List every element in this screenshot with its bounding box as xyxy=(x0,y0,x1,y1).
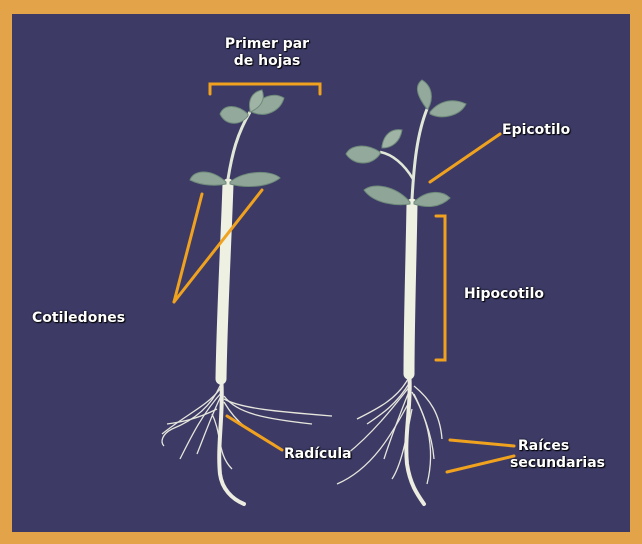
seedling-photo: Primer par de hojas Epicotilo Hipocotilo… xyxy=(12,14,630,532)
cotiledones-label: Cotiledones xyxy=(32,310,125,327)
right-hypocotyl xyxy=(409,204,412,374)
right-side-stem xyxy=(380,152,413,179)
left-seedling xyxy=(162,90,332,504)
primer-par-label: Primer par de hojas xyxy=(192,36,342,70)
raices-line1: Raíces xyxy=(510,438,605,455)
right-roots xyxy=(337,379,442,484)
raices-secundarias-label: Raíces secundarias xyxy=(510,438,605,472)
hipocotilo-label: Hipocotilo xyxy=(464,286,544,303)
raices-pointer-2 xyxy=(447,456,514,472)
hipocotilo-bracket xyxy=(436,216,445,360)
left-hypocotyl xyxy=(221,184,228,379)
left-cotyledon-2 xyxy=(230,172,280,186)
radicula-label: Radícula xyxy=(284,446,352,463)
epicotilo-label: Epicotilo xyxy=(502,122,570,139)
radicula-pointer xyxy=(227,416,282,450)
right-epicotyl xyxy=(412,109,427,199)
right-radicle xyxy=(406,369,424,504)
left-radicle xyxy=(219,374,244,504)
right-seedling xyxy=(337,80,466,504)
primer-par-bracket xyxy=(210,84,320,94)
right-leaf-1 xyxy=(346,146,380,163)
right-leaf-2 xyxy=(417,80,431,109)
right-leaf-4 xyxy=(382,130,402,148)
right-leaf-3 xyxy=(430,101,466,117)
raices-pointer-1 xyxy=(450,440,514,446)
raices-line2: secundarias xyxy=(510,455,605,472)
right-cotyledon-2 xyxy=(414,192,450,206)
primer-par-line1: Primer par xyxy=(192,36,342,53)
primer-par-line2: de hojas xyxy=(192,53,342,70)
right-cotyledon-1 xyxy=(364,186,410,205)
epicotilo-pointer xyxy=(430,134,500,182)
left-cotyledon-1 xyxy=(190,172,226,185)
